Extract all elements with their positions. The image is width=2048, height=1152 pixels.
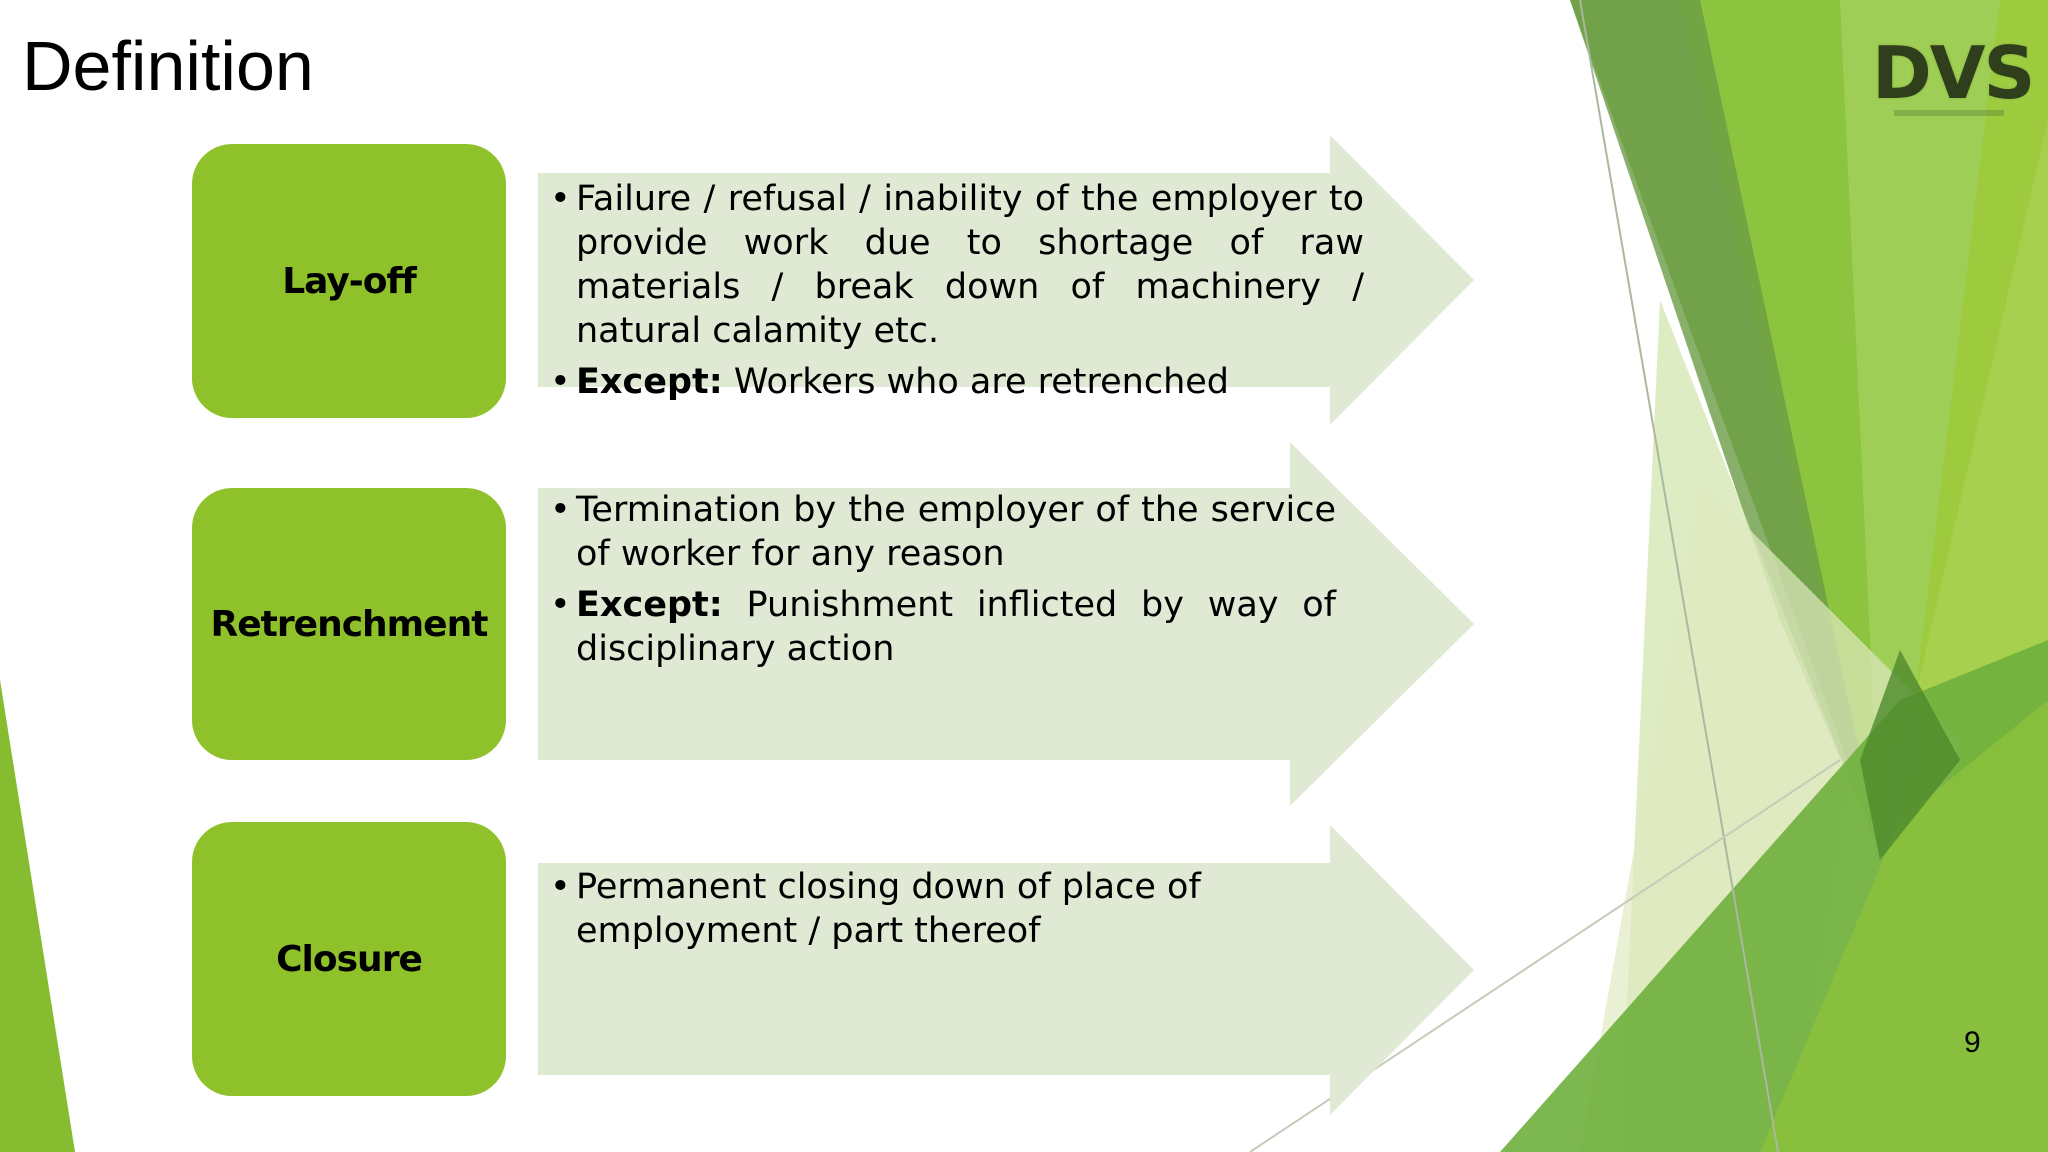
- definition-text: Termination by the employer of the servi…: [546, 488, 1336, 678]
- term-box-layoff: Lay-off: [192, 144, 506, 418]
- page-number: 9: [1964, 1026, 1981, 1059]
- term-label: Lay-off: [282, 260, 417, 302]
- definition-text: Failure / refusal / inability of the emp…: [546, 177, 1364, 411]
- term-box-closure: Closure: [192, 822, 506, 1096]
- definition-arrow-closure: Permanent closing down of place of emplo…: [538, 825, 1474, 1115]
- bullet-text: Failure / refusal / inability of the emp…: [576, 179, 1364, 351]
- bullet-item: Except: Workers who are retrenched: [546, 360, 1364, 404]
- term-box-retrenchment: Retrenchment: [192, 488, 506, 760]
- term-label: Closure: [276, 938, 423, 980]
- bullet-text: Workers who are retrenched: [722, 362, 1230, 402]
- company-logo: DVS: [1872, 30, 2035, 122]
- bullet-text: Punishment inflicted by way of disciplin…: [576, 585, 1336, 669]
- definition-text: Permanent closing down of place of emplo…: [546, 865, 1376, 960]
- logo-tagline: [1894, 110, 2004, 116]
- bullet-item: Failure / refusal / inability of the emp…: [546, 177, 1364, 353]
- bullet-bold-prefix: Except:: [576, 362, 723, 402]
- bullet-item: Termination by the employer of the servi…: [546, 488, 1336, 576]
- bullet-text: Termination by the employer of the servi…: [576, 490, 1336, 574]
- bullet-item: Except: Punishment inflicted by way of d…: [546, 583, 1336, 671]
- page-title: Definition: [22, 27, 314, 105]
- bullet-bold-prefix: Except:: [576, 585, 723, 625]
- bullet-text: Permanent closing down of place of emplo…: [576, 867, 1201, 951]
- logo-text: DVS: [1872, 31, 2035, 115]
- definition-arrow-layoff: Failure / refusal / inability of the emp…: [538, 135, 1474, 425]
- definition-arrow-retrenchment: Termination by the employer of the servi…: [538, 442, 1474, 806]
- term-label: Retrenchment: [210, 603, 489, 645]
- bullet-item: Permanent closing down of place of emplo…: [546, 865, 1376, 953]
